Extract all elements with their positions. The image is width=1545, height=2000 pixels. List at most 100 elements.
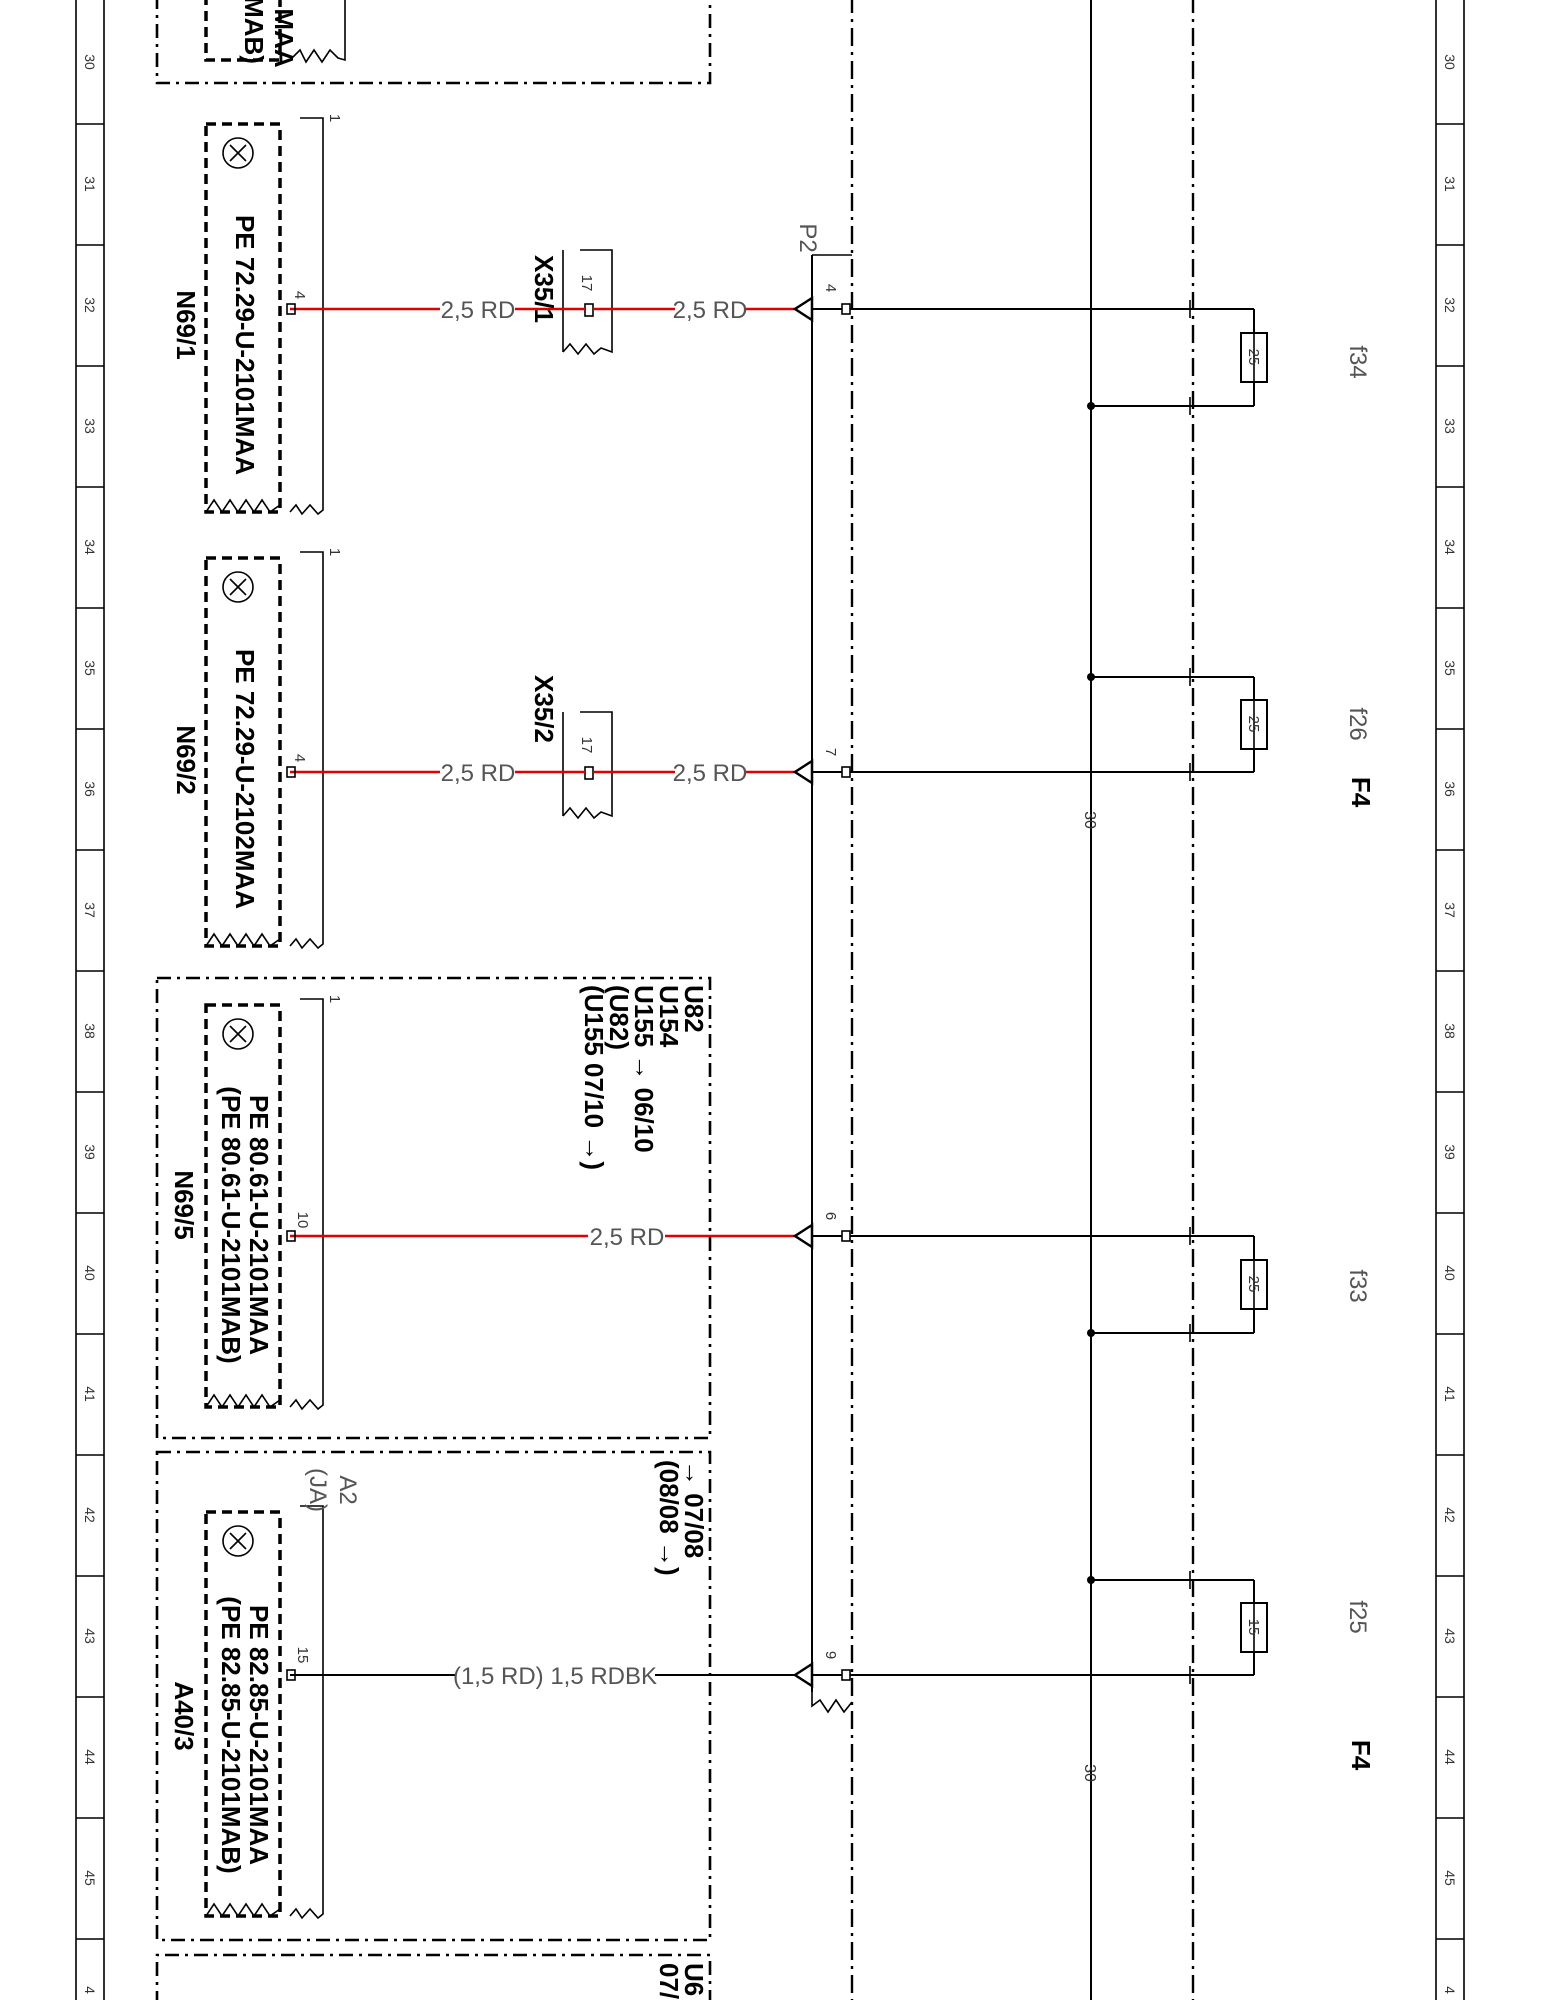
wavy-break [205, 1902, 281, 1918]
wavy-break [205, 1393, 281, 1409]
variant-line: U155 → 06/10 [629, 985, 659, 1153]
ruler-right-num: 33 [1442, 418, 1458, 434]
component-part: PE 72.29-U-2102MAA [230, 649, 260, 909]
component-id: N69/1 [171, 290, 201, 359]
pin-wire: 15 [294, 1647, 311, 1664]
fuse-name: f33 [1344, 1269, 1371, 1302]
component-part: (PE 82.85-U-2101MAB) [216, 1596, 246, 1873]
ruler-right-num: 41 [1442, 1386, 1458, 1402]
component-top-line: MAB) [239, 0, 269, 64]
ruler-right-num: 45 [1442, 1870, 1458, 1886]
ruler-left-num: 37 [82, 902, 98, 918]
ruler-right-num: 34 [1442, 539, 1458, 555]
ruler-right-num: 38 [1442, 1023, 1458, 1039]
ruler-left-num: 36 [82, 781, 98, 797]
wire-label: 2,5 RD [673, 297, 748, 324]
fuse-name: f25 [1344, 1600, 1371, 1633]
pin-wire: 10 [294, 1212, 311, 1229]
ruler-left-num: 31 [82, 176, 98, 192]
wire-n69-1[interactable]: 2,5 RD 2,5 RD 4 [286, 284, 1193, 324]
wire-a40-3[interactable]: (1,5 RD) 1,5 RDBK 9 [286, 1651, 1193, 1690]
variant-line: (U82) [604, 985, 634, 1050]
ruler-right-ticks [1436, 123, 1464, 1940]
variant-block-bottom: U6 07/ [654, 1963, 709, 1999]
fuse-rating: 25 [1245, 1276, 1262, 1293]
variant-block-a40-3: → 07/08 (08/08 →) [654, 1460, 709, 1576]
ruler-left-num: 38 [82, 1023, 98, 1039]
pin-top: A2 [334, 1475, 361, 1504]
connector-x35-1[interactable]: X35/1 17 [529, 249, 613, 356]
ruler-left-num: 43 [82, 1628, 98, 1644]
ruler-left-num: 30 [82, 54, 98, 70]
ruler-left-num: 33 [82, 418, 98, 434]
ruler-left-num: 35 [82, 660, 98, 676]
ruler-right-num: 32 [1442, 297, 1458, 313]
component-top-line: MAA [269, 8, 299, 67]
pin-top: 1 [326, 995, 343, 1003]
pin-wire: 4 [291, 754, 308, 762]
variant-line: 07/ [654, 1963, 684, 1999]
variant-line: U6 [679, 1963, 709, 1996]
ruler-left: 30 31 32 33 34 35 36 37 38 39 40 41 42 4… [75, 0, 105, 2000]
pin-top: 1 [326, 548, 343, 556]
ruler-right-num: 36 [1442, 781, 1458, 797]
terminal-30-label: 30 [1081, 1764, 1098, 1782]
fuse-rating: 25 [1245, 716, 1262, 733]
lamp-icon [222, 1525, 254, 1557]
pin-terminal [286, 1669, 296, 1681]
group-box-n69-5 [155, 976, 712, 1440]
ruler-right-num: 30 [1442, 54, 1458, 70]
ruler-right-num: 42 [1442, 1507, 1458, 1523]
fuse-rating: 25 [1245, 349, 1262, 366]
fusebox-label: F4 [1346, 1740, 1376, 1771]
ruler-right-num: 44 [1442, 1749, 1458, 1765]
pin-terminal [286, 766, 296, 778]
ruler-right-num: 39 [1442, 1144, 1458, 1160]
variant-line: → 07/08 [679, 1460, 709, 1558]
group-box-bottom [155, 1953, 712, 2000]
connector-pin: 17 [578, 737, 595, 754]
connector-label: X35/2 [529, 675, 559, 743]
ruler-right-num: 43 [1442, 1628, 1458, 1644]
component-id: N69/5 [169, 1170, 199, 1239]
lamp-icon [222, 571, 254, 603]
component-n69-5[interactable]: 1 PE 80.61-U-2101MAA (PE 80.61-U-2101MAB… [169, 995, 343, 1411]
plug-label: P2 [794, 223, 821, 252]
pin-top: 1 [326, 114, 343, 122]
fuse-f33[interactable]: 25 f33 [1087, 1235, 1371, 1337]
ruler-right-num: 4 [1442, 1986, 1458, 1994]
lamp-icon [222, 137, 254, 169]
connector-label: X35/1 [529, 255, 559, 323]
ruler-left-num: 34 [82, 539, 98, 555]
fuse-f26[interactable]: 25 f26 [1087, 673, 1371, 773]
terminal-30-label: 30 [1081, 811, 1098, 829]
plug-pin: 7 [822, 748, 839, 756]
wire-n69-5[interactable]: 2,5 RD 6 [286, 1212, 1193, 1251]
ruler-left-num: 42 [82, 1507, 98, 1523]
ruler-left-num: 45 [82, 1870, 98, 1886]
wire-label: 2,5 RD [441, 760, 516, 787]
ruler-right-num: 40 [1442, 1265, 1458, 1281]
component-n69-1[interactable]: 1 PE 72.29-U-2101MAA N69/1 4 [171, 114, 343, 516]
wire-n69-2[interactable]: 2,5 RD 2,5 RD 7 [286, 748, 1193, 787]
component-part: (PE 80.61-U-2101MAB) [216, 1086, 246, 1363]
ruler-left-num: 39 [82, 1144, 98, 1160]
component-n69-2[interactable]: 1 PE 72.29-U-2102MAA N69/2 4 [171, 548, 343, 950]
fuse-f34[interactable]: 25 f34 [1087, 308, 1371, 410]
pin-wire: 4 [291, 291, 308, 299]
wire-label: 2,5 RD [441, 297, 516, 324]
pin-top-sub: (JA) [304, 1468, 331, 1512]
variant-line: U82 [679, 985, 709, 1033]
connector-x35-2[interactable]: X35/2 17 [529, 675, 613, 820]
fuse-f25[interactable]: 15 f25 [1087, 1576, 1371, 1676]
connector-pin: 17 [578, 275, 595, 292]
ruler-left-ticks [76, 123, 104, 1940]
pin-terminal [286, 303, 296, 315]
component-a40-3[interactable]: A2 (JA) PE 82.85-U-2101MAA (PE 82.85-U-2… [169, 1468, 361, 1920]
variant-block-n69-5: U82 U154 U155 → 06/10 (U82) (U155 07/10 … [579, 985, 709, 1170]
component-part: PE 82.85-U-2101MAA [244, 1605, 274, 1865]
plug-pin: 9 [822, 1651, 839, 1659]
variant-line: U154 [654, 985, 684, 1048]
fuse-name: f26 [1344, 707, 1371, 740]
ruler-right: 30 31 32 33 34 35 36 37 38 39 40 41 42 4… [1435, 0, 1465, 2000]
